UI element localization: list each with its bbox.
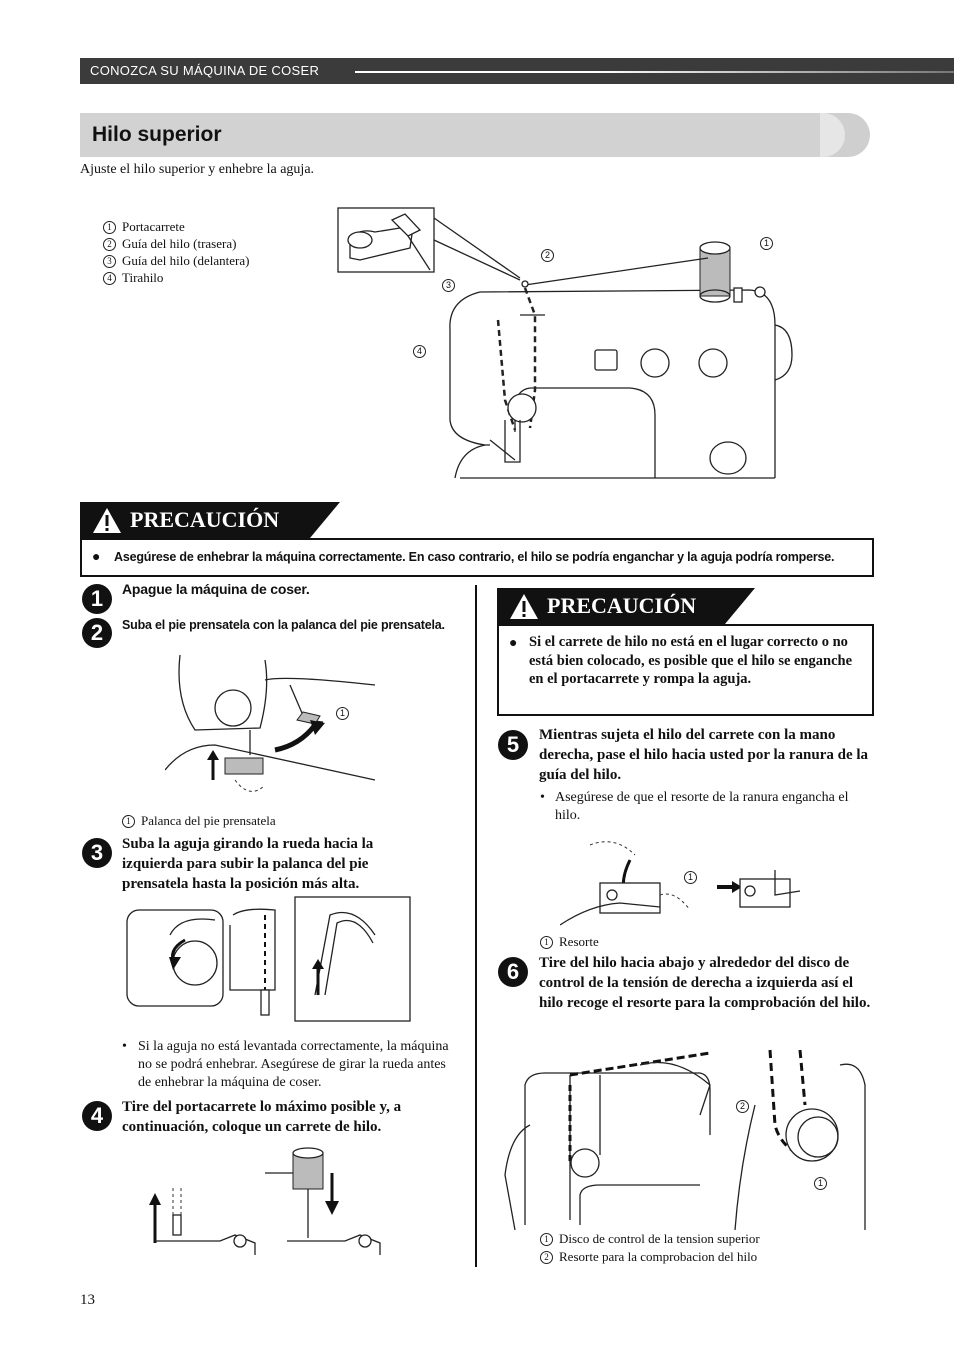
section-header: CONOZCA SU MÁQUINA DE COSER — [80, 58, 954, 84]
caution-text: Asegúrese de enhebrar la máquina correct… — [114, 550, 835, 564]
warning-icon — [93, 508, 121, 533]
callout-1: 1 — [336, 707, 349, 720]
bullet-dot: • — [122, 1039, 127, 1054]
step-text: Suba el pie prensatela con la palanca de… — [122, 618, 445, 632]
intro-text: Ajuste el hilo superior y enhebre la agu… — [80, 162, 315, 177]
bullet-dot: • — [540, 790, 545, 805]
caution-box: ● Asegúrese de enhebrar la máquina corre… — [80, 538, 874, 577]
callout-4: 4 — [413, 345, 426, 358]
caution-text: Si el carrete de hilo no está en el luga… — [529, 634, 853, 687]
spool-pin-illustration — [149, 1147, 381, 1255]
step-number: 6 — [498, 957, 528, 987]
caution-header: PRECAUCIÓN — [497, 588, 767, 624]
caution-box: ● Si el carrete de hilo no está en el lu… — [497, 624, 874, 716]
title-banner: Hilo superior — [80, 113, 820, 157]
bullet-dot: ● — [509, 634, 518, 650]
step-text: Suba la aguja girando la rueda hacia la … — [122, 836, 374, 892]
step-number: 4 — [82, 1101, 112, 1131]
caution-heading: PRECAUCIÓN — [547, 593, 697, 618]
caution-header: PRECAUCIÓN — [80, 502, 410, 538]
header-rule — [355, 71, 954, 73]
callout-1: 1 — [684, 871, 697, 884]
tension-disc-illustration — [504, 1049, 866, 1230]
page-title: Hilo superior — [92, 123, 222, 146]
step-text: Tire del hilo hacia abajo y alrededor de… — [539, 955, 871, 1011]
handwheel-illustration — [126, 896, 411, 1022]
warning-icon — [510, 594, 538, 619]
note-text: Asegúrese de que el resorte de la ranura… — [555, 790, 849, 823]
bullet-dot: ● — [92, 548, 101, 564]
column-divider — [475, 585, 477, 1267]
presser-foot-illustration — [165, 654, 376, 792]
callout-3: 3 — [442, 279, 455, 292]
thread-guide-illustration — [560, 841, 801, 926]
note-text: Si la aguja no está levantada correctame… — [138, 1039, 449, 1090]
step-number: 2 — [82, 618, 112, 648]
callout-1: 1 — [760, 237, 773, 250]
callout-2: 2 — [541, 249, 554, 262]
step-number: 1 — [82, 584, 112, 614]
sewing-machine-illustration — [337, 207, 793, 479]
section-title: CONOZCA SU MÁQUINA DE COSER — [90, 63, 320, 78]
callout-2: 2 — [736, 1100, 749, 1113]
callout-1: 1 — [814, 1177, 827, 1190]
step-number: 5 — [498, 730, 528, 760]
step-text: Tire del portacarrete lo máximo posible … — [122, 1099, 402, 1135]
step-number: 3 — [82, 838, 112, 868]
step-text: Mientras sujeta el hilo del carrete con … — [539, 727, 869, 783]
caution-heading: PRECAUCIÓN — [130, 507, 280, 532]
page-number: 13 — [80, 1292, 95, 1308]
step-text: Apague la máquina de coser. — [122, 581, 310, 597]
